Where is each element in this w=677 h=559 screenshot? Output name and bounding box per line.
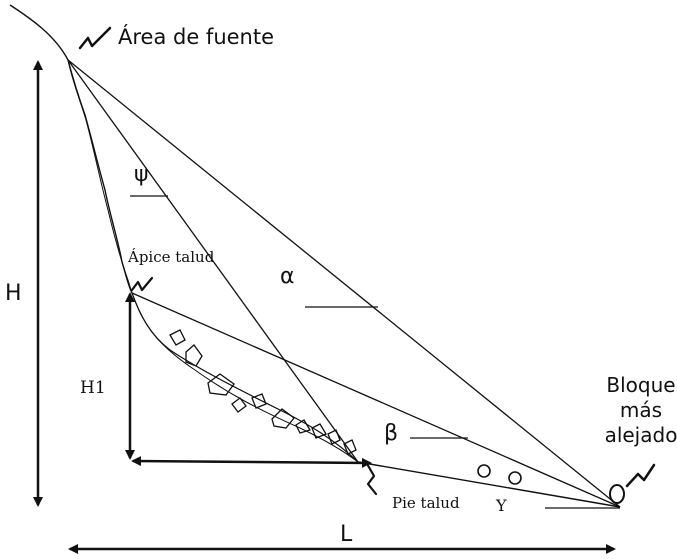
gamma-label: Y xyxy=(495,496,507,515)
boulder xyxy=(185,344,203,367)
boulder xyxy=(251,393,267,409)
source-area-pointer xyxy=(78,26,112,50)
boulder xyxy=(169,329,186,346)
H-label: H xyxy=(5,281,22,306)
boulder xyxy=(207,373,235,396)
runout-ground-line xyxy=(357,461,621,508)
alpha-label: α xyxy=(280,264,295,289)
boulder xyxy=(271,408,295,429)
boulder xyxy=(231,397,247,413)
talus-length-arrow xyxy=(131,456,372,468)
apex-pointer xyxy=(130,276,154,292)
talus-profile-lower xyxy=(133,297,359,463)
L-label: L xyxy=(340,522,353,547)
toe-pointer xyxy=(364,460,378,496)
cliff-profile-inner xyxy=(67,59,133,294)
farthest-boulder xyxy=(609,484,625,504)
line-apex-to-block xyxy=(131,292,621,508)
farthest-block-label-line2: más xyxy=(620,398,662,422)
farthest-block-label-line3: alejado xyxy=(605,423,677,447)
runout-boulder xyxy=(508,471,522,485)
H1-label: H1 xyxy=(80,378,106,398)
farthest-block-label-line1: Bloque xyxy=(606,373,675,397)
cliff-profile-outer xyxy=(9,4,133,294)
beta-label: β xyxy=(384,421,398,446)
slope-apex-label: Ápice talud xyxy=(127,248,215,266)
line-source-to-toe xyxy=(67,59,359,463)
block-pointer xyxy=(625,463,656,488)
source-area-label: Área de fuente xyxy=(118,24,274,49)
runout-boulder xyxy=(477,464,491,478)
boulder xyxy=(327,429,341,445)
talus-boulders xyxy=(169,329,357,455)
psi-label: ψ xyxy=(134,162,149,187)
slope-toe-label: Pie talud xyxy=(392,494,460,512)
boulder xyxy=(343,439,357,455)
boulder xyxy=(311,423,327,439)
boulder xyxy=(295,419,311,434)
line-source-to-block xyxy=(67,59,621,508)
